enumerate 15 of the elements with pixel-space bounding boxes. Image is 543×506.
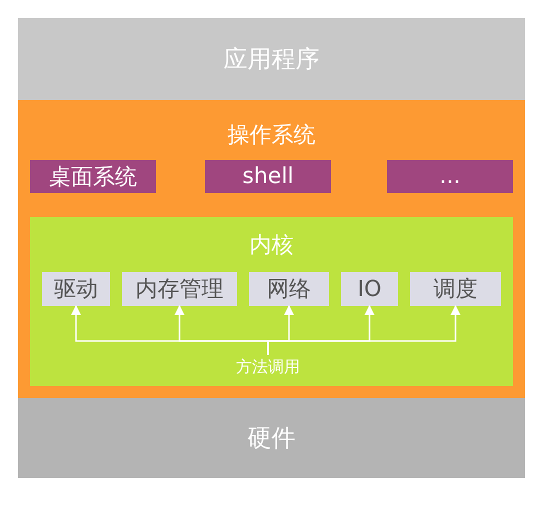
kernel-panel (30, 217, 513, 386)
layer-band: 硬件 (18, 398, 525, 478)
component-box: ... (387, 160, 513, 193)
component-box: 桌面系统 (30, 160, 156, 193)
arrow (267, 305, 460, 355)
module-box: 内存管理 (122, 272, 237, 306)
module-box: 驱动 (42, 272, 110, 306)
module-box: 网络 (249, 272, 329, 306)
module-box: 调度 (410, 272, 501, 306)
layer-band (18, 100, 525, 398)
module-box: IO (341, 272, 398, 306)
call-label: 方法调用 (223, 355, 313, 379)
layer-title: 内核 (250, 232, 294, 260)
layer-title: 操作系统 (228, 122, 316, 150)
component-box: shell (205, 160, 331, 193)
